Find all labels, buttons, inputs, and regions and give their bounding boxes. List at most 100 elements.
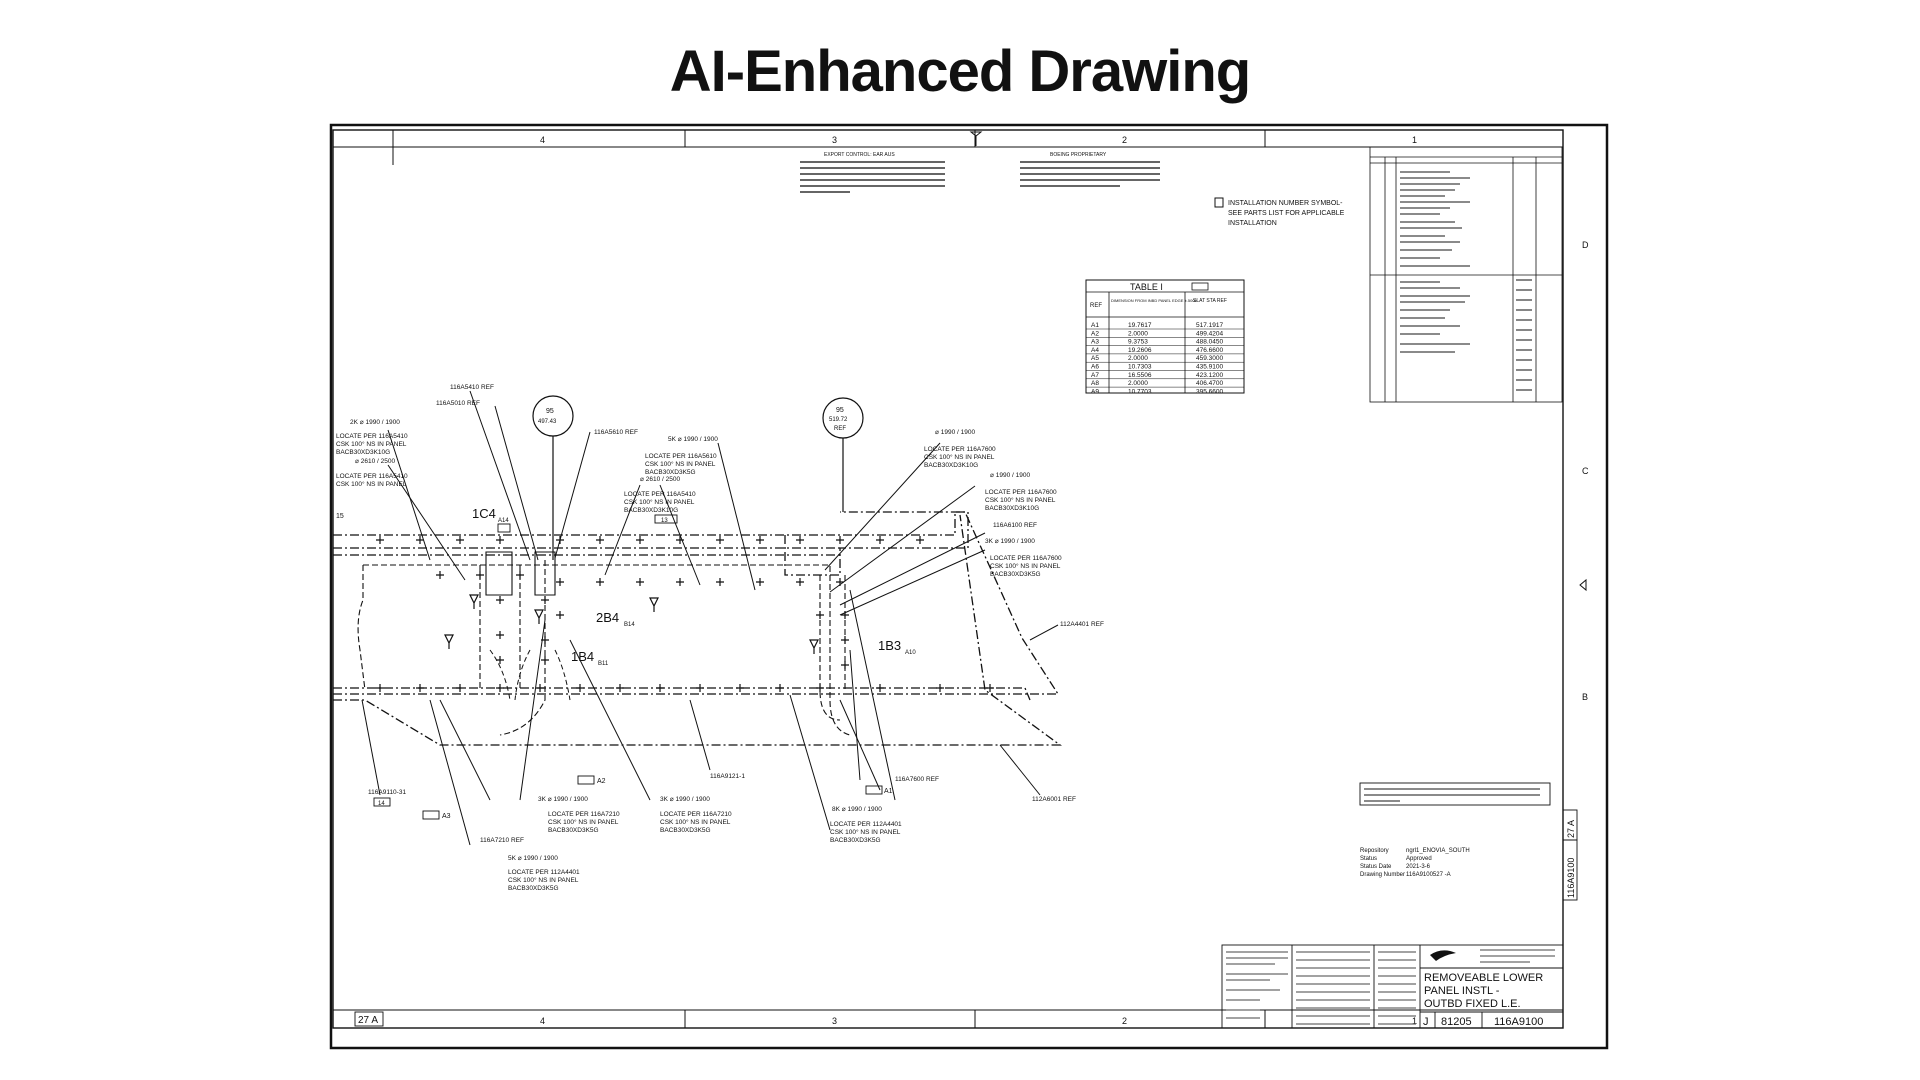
fastener-mark	[876, 536, 884, 544]
callout-locate-116a7600-2: LOCATE PER 116A7600	[990, 555, 1062, 562]
fastener-mark	[456, 684, 464, 692]
table-cell: 10.7703	[1128, 388, 1152, 395]
panel-bottom-rail	[333, 687, 1031, 701]
meta-status-label: Status	[1360, 856, 1377, 862]
flag-a3: A3	[442, 813, 451, 820]
fastener-mark	[796, 578, 804, 586]
callout-3k-1990: 3K ⌀ 1990 / 1900	[985, 538, 1035, 545]
fastener-mark	[376, 536, 384, 544]
fastener-mark	[416, 536, 424, 544]
meta-status-date-value: 2021-3-6	[1406, 864, 1431, 870]
station-2-ref: REF	[834, 426, 846, 432]
proprietary-title: BOEING PROPRIETARY	[1050, 152, 1107, 158]
ref-flags	[373, 514, 883, 820]
zone-1c4-sub: A14	[498, 518, 509, 524]
table-cell: 499.4204	[1196, 330, 1223, 337]
margin-sheet-rev: 27 A	[1566, 820, 1576, 838]
station-1-num: 95	[546, 408, 554, 415]
margin-sheet-box	[1562, 809, 1578, 901]
flag-a2: A2	[597, 778, 606, 785]
fastener-mark	[756, 536, 764, 544]
table-cell: A2	[1091, 330, 1099, 337]
fastener-mark	[596, 578, 604, 586]
datum-triangle-icon	[469, 594, 479, 609]
table-cell: 435.9100	[1196, 364, 1223, 371]
fastener-mark	[716, 536, 724, 544]
zone-2b4-sub: B14	[624, 622, 635, 628]
zone-label-top-3: 3	[832, 135, 837, 145]
callout-1990-right: ⌀ 1990 / 1900	[935, 429, 975, 436]
fastener-mark	[936, 684, 944, 692]
zone-label-bottom-3: 3	[832, 1016, 837, 1026]
table-cell: 488.0450	[1196, 339, 1223, 346]
installation-note-1: INSTALLATION NUMBER SYMBOL-	[1228, 200, 1343, 207]
table-cell: 395.6600	[1196, 388, 1223, 395]
zone-2b4: 2B4	[596, 610, 619, 625]
callout-csk-1: CSK 100° NS IN PANEL	[645, 460, 716, 468]
callout-locate-116a7600: LOCATE PER 116A7600	[924, 446, 996, 453]
title-dwg-no: 116A9100	[1494, 1016, 1543, 1028]
table-cell: 517.1917	[1196, 322, 1223, 329]
callout-csk-left: CSK 100° NS IN PANEL	[336, 440, 407, 448]
table-cell: A7	[1091, 372, 1099, 379]
fastener-mark	[616, 684, 624, 692]
datum-triangle-icon	[649, 597, 659, 612]
fastener-mark	[496, 596, 504, 604]
callout-csk-8: CSK 100° NS IN PANEL	[660, 818, 731, 826]
meta-status-value: Approved	[1406, 856, 1432, 862]
zone-label-right-d: D	[1582, 240, 1589, 250]
fastener-mark	[876, 684, 884, 692]
meta-drawing-number-value: 116A9100527 -A	[1406, 872, 1451, 878]
callout-bacb-5: BACB30XD3K5G	[990, 571, 1041, 578]
subpanel-right-ribs	[819, 575, 846, 721]
callout-2k-1990-left: 2K ⌀ 1990 / 1900	[350, 419, 400, 426]
callout-112a6001-ref: 112A6001 REF	[1032, 796, 1076, 803]
installation-note-2: SEE PARTS LIST FOR APPLICABLE	[1228, 210, 1345, 217]
station-circle-1	[532, 395, 574, 560]
station-1-val: 497.43	[538, 419, 557, 425]
zone-1b4-sub: B11	[598, 661, 609, 667]
meta-drawing-number-label: Drawing Number	[1360, 872, 1405, 878]
callout-locate-116a5610: LOCATE PER 116A5610	[645, 453, 717, 460]
table-cell: A4	[1091, 347, 1099, 354]
zone-label-right-c: C	[1582, 466, 1589, 476]
callout-116a9121: 116A9121-1	[710, 773, 745, 780]
center-mark-top-icon	[969, 131, 983, 146]
subpanel-mid	[480, 564, 851, 736]
zone-label-bottom-1: 1	[1412, 1016, 1417, 1026]
callout-locate-116a5410-left: LOCATE PER 116A5410	[336, 433, 408, 440]
table-header-ref: REF	[1090, 303, 1102, 309]
note-box	[1359, 782, 1551, 806]
fastener-mark	[756, 578, 764, 586]
callout-116a9110: 116A9110-31	[368, 789, 406, 796]
callout-bacb-3: BACB30XD3K10G	[924, 462, 978, 469]
table-cell: 476.6600	[1196, 347, 1223, 354]
callout-texts: 116A5410 REF 116A5010 REF 116A5610 REF 5…	[336, 384, 1104, 892]
callout-bacb-4: BACB30XD3K10G	[985, 505, 1039, 512]
fastener-mark	[541, 596, 549, 604]
meta-repository-value: ngrl1_ENOVIA_SOUTH	[1406, 848, 1470, 854]
subpanel-box	[485, 551, 556, 596]
title-cage: 81205	[1441, 1016, 1472, 1028]
fastener-mark	[436, 571, 444, 579]
callout-1990-right-2: ⌀ 1990 / 1900	[990, 472, 1030, 479]
table-cell: 16.5506	[1128, 372, 1152, 379]
callout-csk-5: CSK 100° NS IN PANEL	[990, 562, 1061, 570]
callout-csk-2: CSK 100° NS IN PANEL	[624, 498, 695, 506]
zone-label-bottom-4: 4	[540, 1016, 545, 1026]
fastener-mark	[676, 578, 684, 586]
flag-14: 14	[378, 801, 385, 807]
title-block-fine-print	[1226, 949, 1555, 1025]
diag-brace-1	[489, 649, 531, 701]
callout-bacb-left: BACB30XD3K10G	[336, 449, 390, 456]
panel-lower-edge	[333, 511, 1060, 695]
fastener-mark	[516, 571, 524, 579]
fastener-mark	[496, 536, 504, 544]
zone-label-top-4: 4	[540, 135, 545, 145]
panel-outline	[333, 511, 969, 576]
fastener-mark	[536, 684, 544, 692]
fastener-mark	[496, 631, 504, 639]
fastener-mark	[816, 684, 824, 692]
table-cell: A6	[1091, 364, 1099, 371]
